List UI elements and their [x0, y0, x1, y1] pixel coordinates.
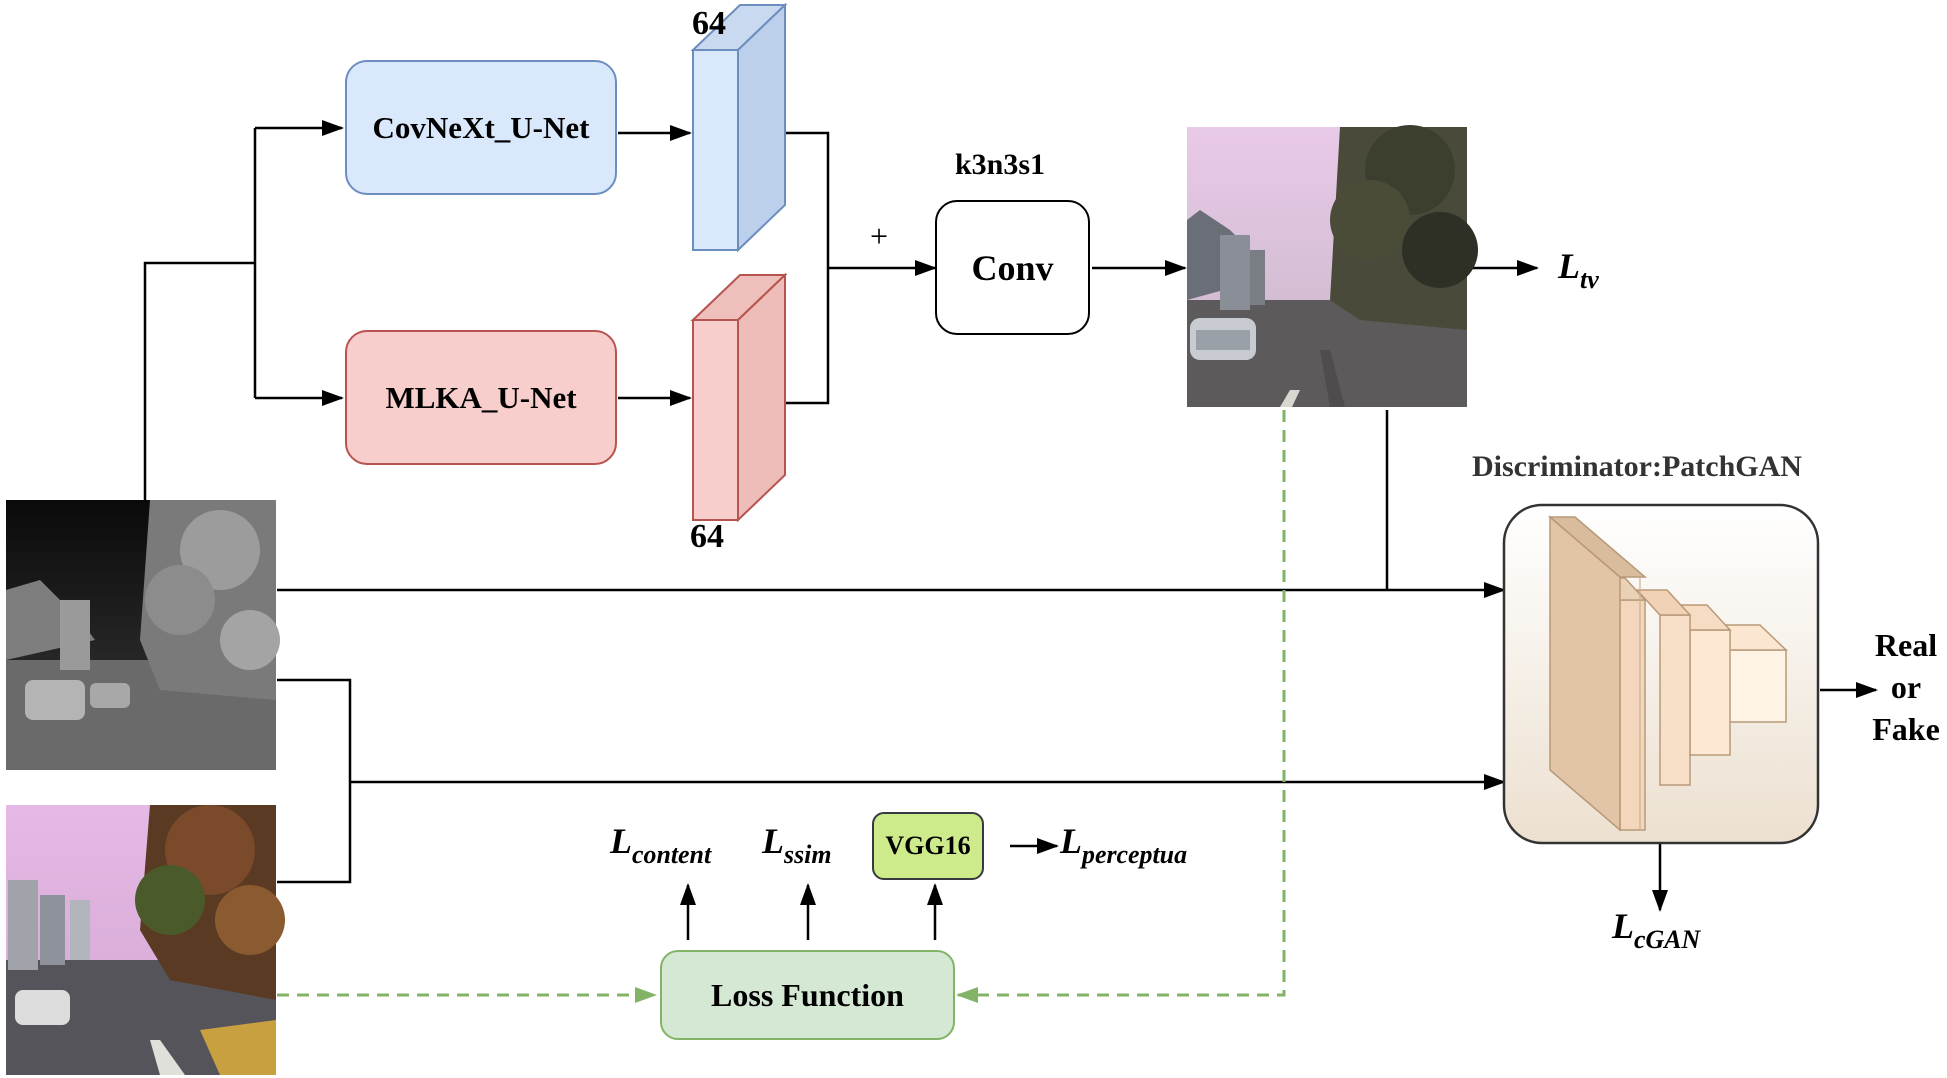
generated-image — [1187, 125, 1478, 407]
loss-perceptual-symbol: L — [1060, 821, 1082, 861]
loss-tv-subscript: tv — [1580, 264, 1599, 294]
connector-feat-bottom-out — [786, 268, 830, 405]
loss-ssim-subscript: ssim — [784, 839, 832, 869]
real-or-fake-output: Real or Fake — [1868, 624, 1944, 750]
loss-tv: Ltv — [1558, 245, 1599, 294]
conv-params: k3n3s1 — [955, 148, 1046, 181]
ir-input-image — [6, 500, 280, 770]
loss-cgan-symbol: L — [1612, 906, 1634, 946]
output-real: Real — [1874, 627, 1938, 663]
feature-block-top — [690, 2, 788, 253]
connector-pair — [277, 678, 352, 884]
loss-content: Lcontent — [610, 820, 711, 869]
discriminator-title: Discriminator:PatchGAN — [1472, 450, 1802, 483]
mlka-unet-block: MLKA_U-Net — [345, 330, 617, 465]
dashed-output-to-loss — [956, 410, 1286, 1003]
feature-count-bottom: 64 — [690, 518, 724, 555]
loss-function-label: Loss Function — [711, 976, 904, 1013]
loss-perceptual: Lperceptua — [1060, 820, 1187, 869]
loss-cgan-subscript: cGAN — [1634, 924, 1701, 954]
loss-content-subscript: content — [632, 839, 712, 869]
feature-block-bottom — [690, 272, 788, 523]
loss-ssim: Lssim — [762, 820, 832, 869]
connector-feat-top-out — [786, 131, 830, 268]
feature-count-top: 64 — [692, 5, 726, 42]
loss-tv-symbol: L — [1558, 246, 1580, 286]
convnext-unet-label: CovNeXt_U-Net — [372, 109, 590, 145]
sum-symbol: + — [870, 218, 889, 254]
conv-block: Conv — [935, 200, 1090, 335]
loss-perceptual-subscript: perceptua — [1082, 839, 1188, 869]
convnext-unet-block: CovNeXt_U-Net — [345, 60, 617, 195]
loss-cgan: LcGAN — [1612, 905, 1700, 954]
dashed-connectors — [277, 410, 1286, 1003]
connector-ir-to-split — [143, 261, 255, 500]
vgg16-block: VGG16 — [872, 812, 984, 880]
discriminator-layers — [1547, 515, 1788, 832]
vgg16-label: VGG16 — [885, 831, 971, 860]
output-fake: Fake — [1872, 711, 1940, 747]
rgb-target-image — [6, 805, 285, 1075]
loss-function-block: Loss Function — [660, 950, 955, 1040]
mlka-unet-label: MLKA_U-Net — [385, 379, 577, 415]
connectors — [143, 120, 1878, 940]
loss-ssim-symbol: L — [762, 821, 784, 861]
loss-content-symbol: L — [610, 821, 632, 861]
conv-label: Conv — [971, 247, 1054, 288]
output-or: or — [1890, 669, 1922, 705]
